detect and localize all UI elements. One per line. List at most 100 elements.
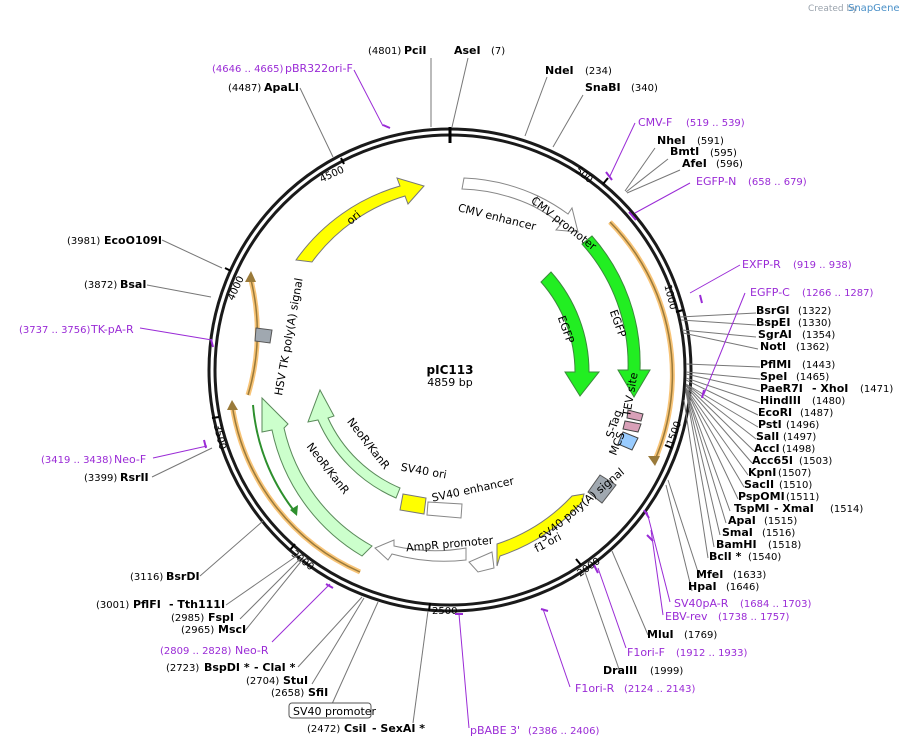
primer-range: (1266 .. 1287) (802, 288, 874, 299)
site-name: ApaI (728, 514, 756, 527)
site-name: HpaI (688, 580, 717, 593)
small-white-arrow (468, 551, 495, 573)
site-name: BspDI * (204, 661, 250, 674)
site-pos: (1498) (782, 444, 815, 455)
site-name: SmaI (722, 526, 753, 539)
site-name: BspEI (756, 316, 790, 329)
site-name: PflMI (760, 358, 791, 371)
site-name: Acc65I (752, 454, 793, 467)
site-name: StuI (283, 674, 308, 687)
site-pos: (1540) (748, 552, 781, 563)
site-name: PflFI (133, 598, 161, 611)
site-name: BsrGI (756, 304, 789, 317)
primer-name: Neo-R (235, 644, 269, 657)
site-pos: (1518) (768, 540, 801, 551)
site-name: MfeI (696, 568, 723, 581)
site-name: AseI (454, 44, 481, 57)
primer-range: (2124 .. 2143) (624, 684, 696, 695)
site-name: BamHI (716, 538, 757, 551)
orf-neo-green (252, 404, 296, 513)
ampr-promoter-arrow (374, 539, 467, 562)
primer-range: (1684 .. 1703) (740, 599, 812, 610)
site-pos: (1480) (812, 396, 845, 407)
sv40-polya-label: SV40 poly(A) signal (536, 465, 627, 544)
site-name: - Tth111I (169, 598, 225, 611)
site-pos: (1465) (796, 372, 829, 383)
site-pos: (1330) (798, 318, 831, 329)
site-pos: (340) (631, 83, 658, 94)
primer-name: EGFP-C (750, 286, 790, 299)
primer-name: F1ori-F (627, 646, 665, 659)
site-name: AccI (754, 442, 780, 455)
site-name: MscI (218, 623, 246, 636)
sv40-polya-feature (587, 474, 617, 504)
site-pos: (1999) (650, 666, 683, 677)
sv40-promoter-label: SV40 promoter (293, 705, 377, 718)
site-name: SnaBI (585, 81, 621, 94)
primer-connectors (139, 69, 746, 729)
site-pos: (2723) (166, 663, 199, 674)
site-name: PspOMI (738, 490, 785, 503)
site-name: MluI (647, 628, 674, 641)
site-pos: (3981) (67, 236, 100, 247)
site-name: SacII (744, 478, 774, 491)
hsv-tk-polya-label: HSV TK poly(A) signal (272, 277, 305, 397)
feature-arrows (254, 177, 651, 573)
site-pos: (1443) (802, 360, 835, 371)
site-pos: (591) (697, 136, 724, 147)
primer-range: (1738 .. 1757) (718, 612, 790, 623)
primer-range: (1912 .. 1933) (676, 648, 748, 659)
orf-arcs (227, 220, 675, 575)
site-pos: (596) (716, 159, 743, 170)
site-name: HindIII (760, 394, 801, 407)
primer-name: CMV-F (638, 116, 672, 129)
tick-mark-3000 (289, 543, 296, 551)
cmv-promoter-arrow (532, 195, 579, 233)
site-pos: (1362) (796, 342, 829, 353)
site-pos: (1633) (733, 570, 766, 581)
site-name: NdeI (545, 64, 574, 77)
site-name: RsrII (120, 471, 149, 484)
site-name: ApaLI (264, 81, 299, 94)
neor-inner-arrow (307, 388, 401, 499)
sv40-promoter-callout: SV40 promoter (288, 702, 377, 719)
tick-mark-2000 (575, 558, 582, 566)
sv40-ori-label: SV40 ori (400, 461, 448, 482)
site-pos: (1516) (762, 528, 795, 539)
site-name: - XhoI (812, 382, 848, 395)
primer-name: F1ori-R (575, 682, 615, 695)
primer-range: (919 .. 938) (793, 260, 852, 271)
site-name: TspMI (734, 502, 770, 515)
credit-prefix: Created by (808, 4, 858, 14)
s-tag-feature (622, 420, 642, 433)
site-name: NotI (760, 340, 786, 353)
site-name: DraIII (603, 664, 637, 677)
site-name: EcoRI (758, 406, 792, 419)
tick-mark-4500 (340, 157, 345, 165)
site-pos: (1497) (783, 432, 816, 443)
plasmid-name: pIC113 (427, 363, 474, 377)
orf-egfp-arrowhead (648, 456, 660, 466)
site-pos: (3001) (96, 600, 129, 611)
tick-mark-1500 (664, 444, 673, 449)
primer-range: (2809 .. 2828) (160, 646, 232, 657)
site-name: KpnI (748, 466, 776, 479)
tick-mark-3500 (211, 416, 220, 419)
site-name: BclI * (709, 550, 742, 563)
site-pos: (1503) (799, 456, 832, 467)
cmv-promoter-label: CMV promoter (528, 194, 599, 253)
tev-site-feature (626, 409, 644, 422)
site-pos: (1769) (684, 630, 717, 641)
site-pos: (1496) (786, 420, 819, 431)
primer-name: pBABE 3' (470, 724, 520, 737)
primer-range: (519 .. 539) (686, 118, 745, 129)
hsv-tk-polya-feature (254, 327, 273, 344)
tick-mark-4000 (224, 267, 232, 272)
egfp-inner-arrow (540, 271, 601, 397)
primer-name: TK-pA-R (90, 323, 134, 336)
plasmid-length: 4859 bp (427, 376, 472, 389)
site-name: AfeI (682, 157, 707, 170)
primer-name: EBV-rev (665, 610, 708, 623)
site-pos: (2658) (271, 688, 304, 699)
tick-label-3500: 3500 (211, 423, 228, 450)
